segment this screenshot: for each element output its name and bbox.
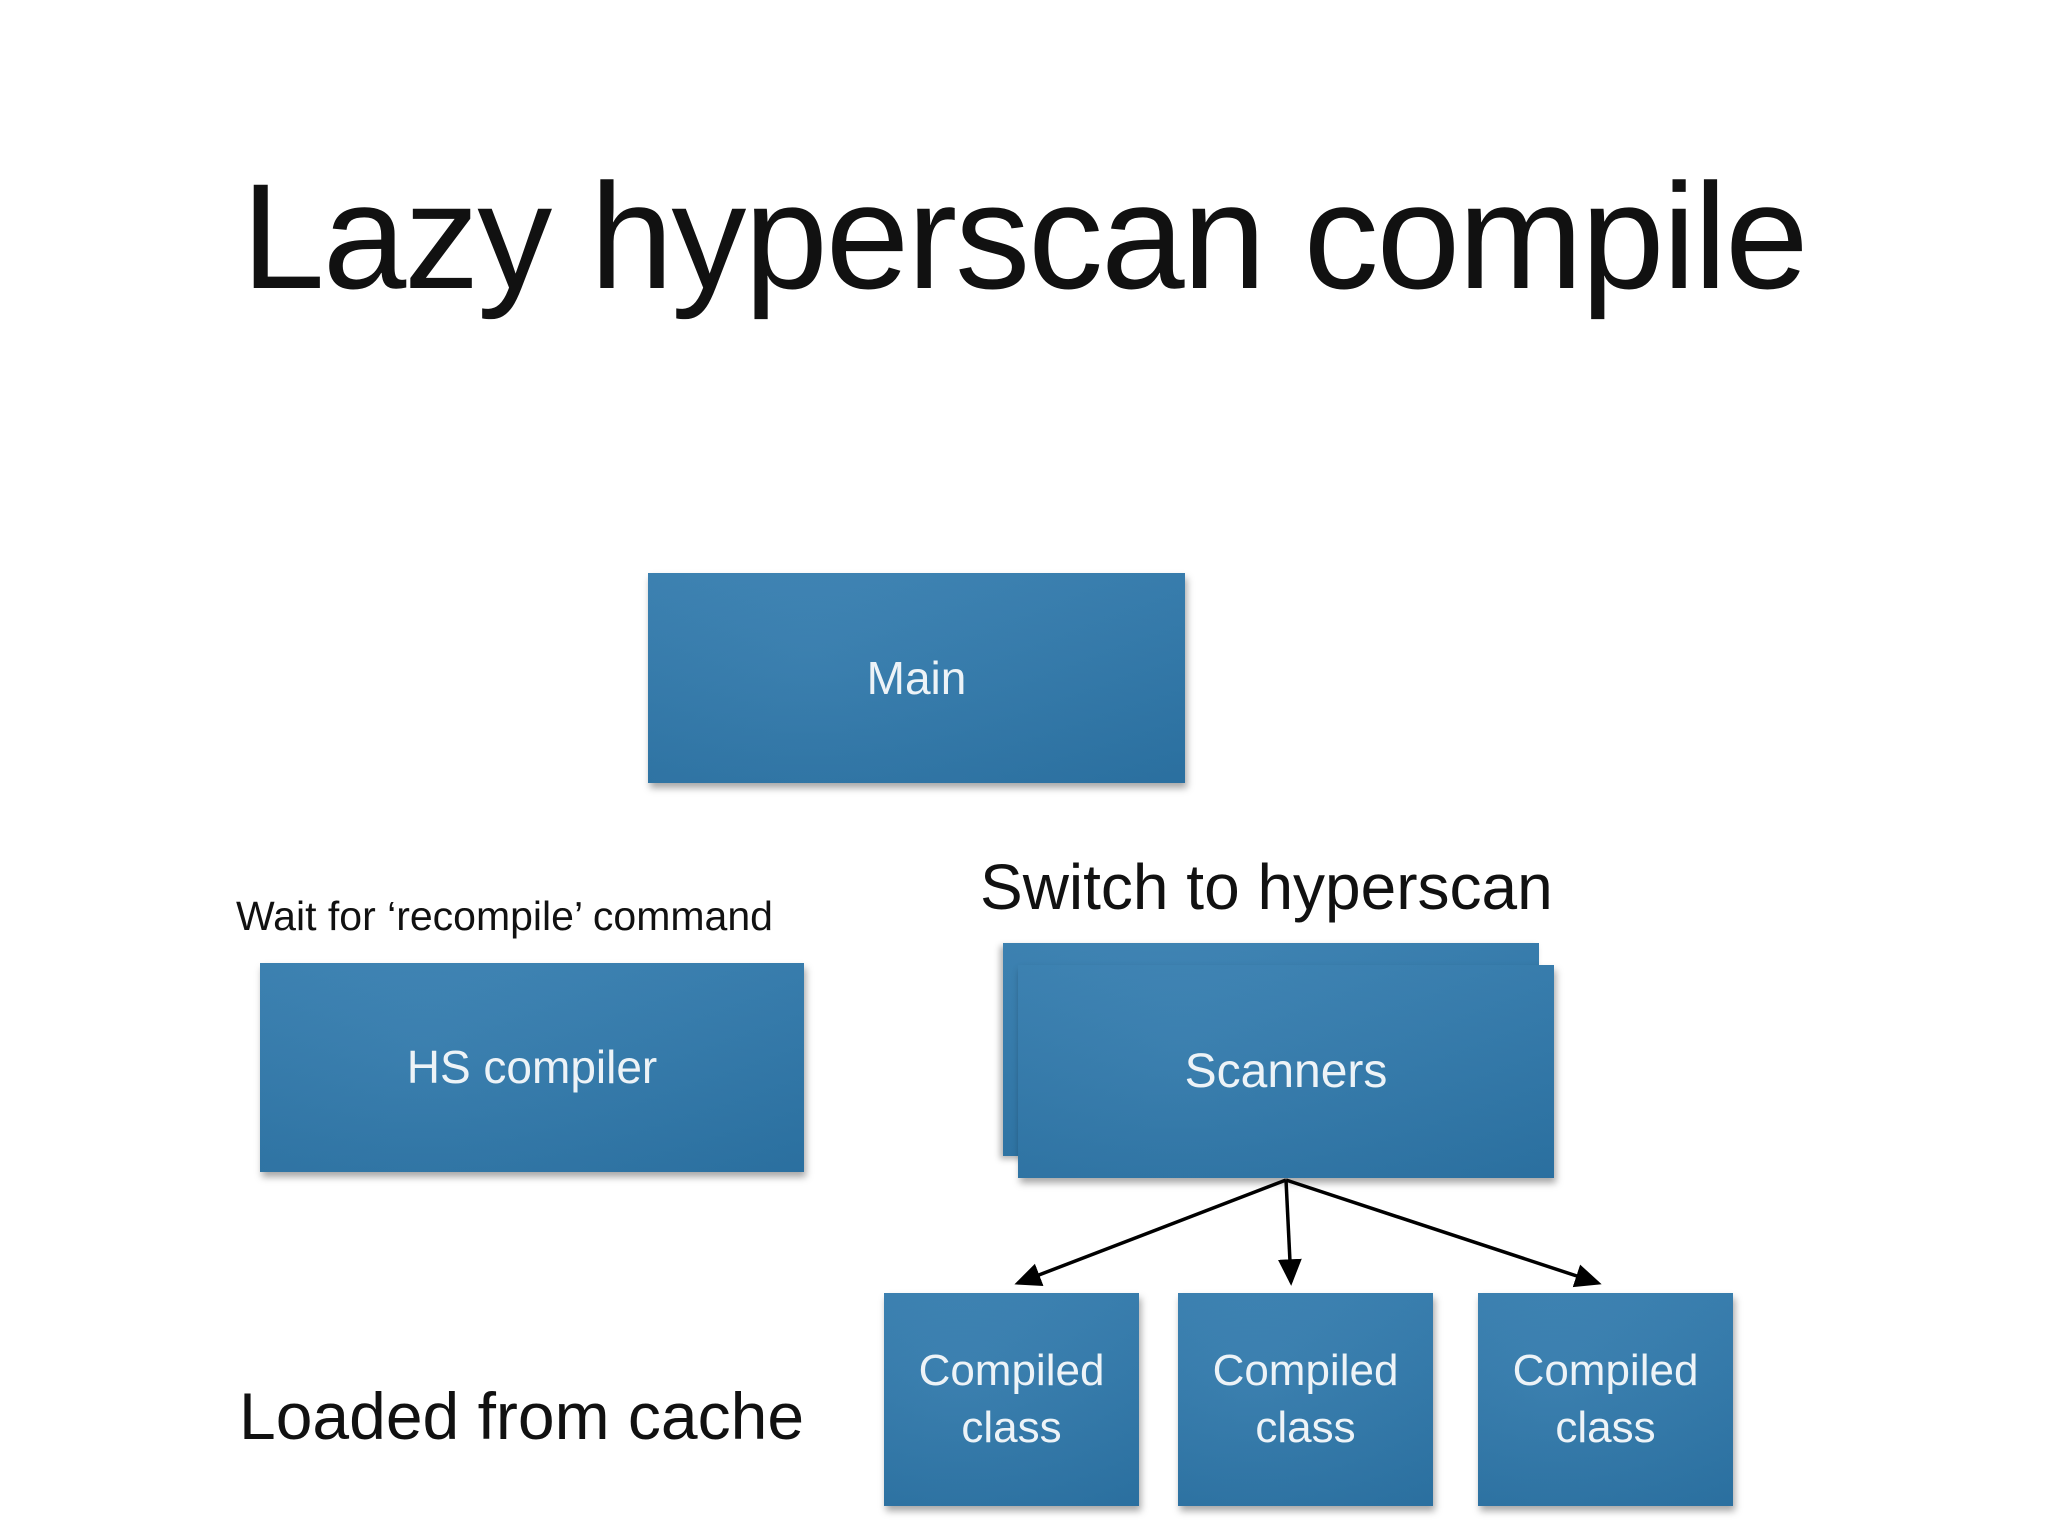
compiled-class-box-3-label: Compiled class <box>1512 1346 1699 1452</box>
wait-command-label: Wait for ‘recompile’ command <box>236 893 773 939</box>
arrow-scanners-to-compiled-left <box>1014 1178 1287 1286</box>
main-box-label: Main <box>866 651 967 704</box>
compiled-class-box-1-label: Compiled class <box>918 1346 1105 1452</box>
compiled-class-box-2-label: Compiled class <box>1212 1346 1399 1452</box>
loaded-from-cache-label: Loaded from cache <box>239 1379 805 1453</box>
compiled-class-box-1: Compiled class <box>884 1293 1139 1506</box>
scanners-box-label: Scanners <box>1184 1044 1388 1098</box>
hs-compiler-box-label: HS compiler <box>406 1041 658 1094</box>
scanners-box: Scanners <box>1018 965 1554 1178</box>
compiled-class-box-3: Compiled class <box>1478 1293 1733 1506</box>
switch-hyperscan-label: Switch to hyperscan <box>980 851 1553 923</box>
main-box: Main <box>648 573 1185 783</box>
hs-compiler-box: HS compiler <box>260 963 804 1172</box>
arrow-scanners-to-compiled-right <box>1285 1178 1602 1288</box>
arrow-scanners-to-compiled-middle <box>1278 1179 1302 1286</box>
slide-title: Lazy hyperscan compile <box>241 152 1808 320</box>
compiled-class-box-2: Compiled class <box>1178 1293 1433 1506</box>
